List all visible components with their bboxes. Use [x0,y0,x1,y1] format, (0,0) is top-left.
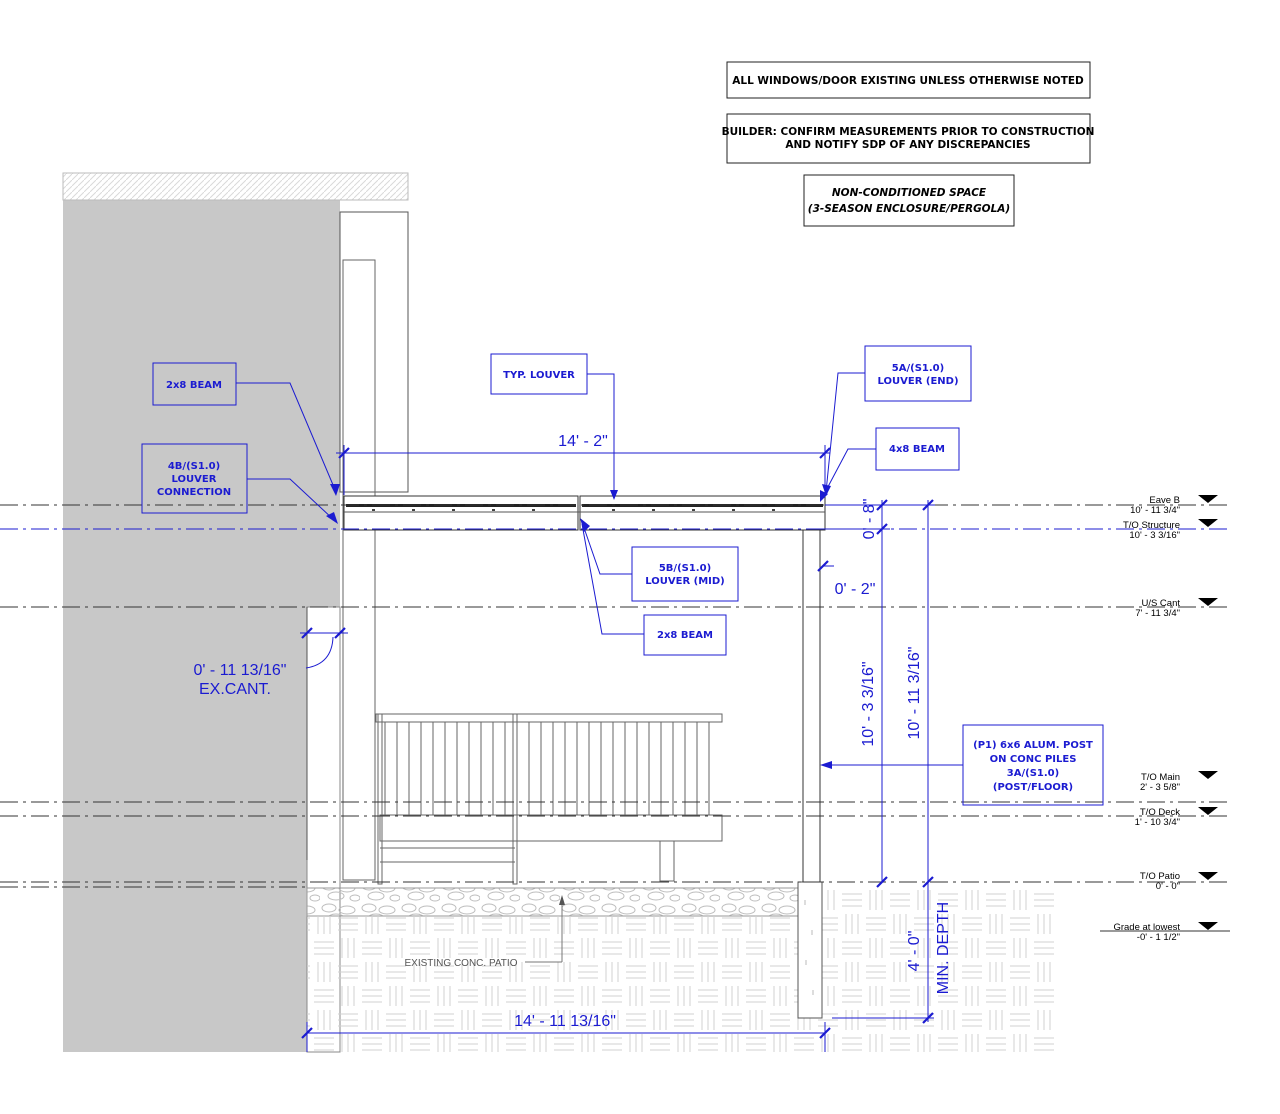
level-main-value: 2' - 3 5/8" [1140,782,1180,793]
level-cant-value: 7' - 11 3/4" [1135,608,1180,619]
alum-post [802,529,821,883]
level-eave-value: 10' - 11 3/4" [1130,505,1180,516]
dim-two-in: 0' - 2" [835,581,876,598]
tag-box-post [962,724,1104,806]
dim-overall-height: 10' - 11 3/16" [906,647,923,740]
dim-post-height: 10' - 3 3/16" [860,661,877,746]
patio-slab [306,887,803,917]
eave-fascia [339,211,409,493]
tag-beam-left: 2x8 BEAM [166,380,222,391]
dim-cant: 0' - 11 13/16" [194,662,287,679]
tag-beam-mid: 2x8 BEAM [657,630,713,641]
level-eave-name: Eave B [1149,495,1180,506]
tag-louver-mid-1: 5B/(S1.0) [659,563,711,574]
tag-beam-4x8: 4x8 BEAM [889,444,945,455]
tag-typ-louver: TYP. LOUVER [503,370,575,381]
tag-connection-1: 4B/(S1.0) [168,461,220,472]
roof-edge [62,172,409,201]
dim-cant-label: EX.CANT. [199,681,271,698]
existing-wall [63,200,340,1052]
dim-span-top: 14' - 2" [558,433,608,450]
level-structure-name: T/O Structure [1123,520,1180,531]
level-markers [1198,495,1218,930]
note-builder-2: AND NOTIFY SDP OF ANY DISCREPANCIES [785,139,1030,151]
dim-pile-depth: 4' - 0" [906,931,923,972]
dim-span-bottom: 14' - 11 13/16" [514,1013,616,1030]
tag-post-3: 3A/(S1.0) [1007,768,1059,779]
level-structure-value: 10' - 3 3/16" [1129,530,1180,541]
level-grade-value: -0' - 1 1/2" [1137,932,1180,943]
level-cant-name: U/S Cant [1141,598,1180,609]
tag-louver-mid-2: LOUVER (MID) [645,576,725,587]
level-patio-name: T/O Patio [1140,871,1180,882]
door-trim [342,259,376,881]
note-space-2: (3-SEASON ENCLOSURE/PERGOLA) [808,203,1010,215]
louver-section-left [343,495,579,531]
note-box-space [803,174,1015,227]
dim-eight-in: 0' - 8" [861,499,878,540]
tag-louver-end-1: 5A/(S1.0) [892,363,944,374]
tag-louver-end-2: LOUVER (END) [877,376,958,387]
concrete-pile [797,881,823,1019]
grade-fill-right [822,888,1057,916]
tag-post-4: (POST/FLOOR) [993,782,1073,793]
level-deck-name: T/O Deck [1140,807,1180,818]
note-box-builder [726,113,1091,164]
level-patio-value: 0' - 0" [1156,881,1180,892]
deck-railing [375,713,723,885]
tag-box-louver-mid [631,546,739,602]
tag-post-2: ON CONC PILES [990,754,1077,765]
louver-section-right [579,495,826,531]
patio-label: EXISTING CONC. PATIO [405,958,518,969]
tag-connection-3: CONNECTION [157,487,231,498]
note-box-windows [726,61,1091,99]
grade-fill [307,916,1057,1052]
tag-connection-2: LOUVER [172,474,217,485]
level-deck-value: 1' - 10 3/4" [1135,817,1180,828]
dim-min-depth: MIN. DEPTH [935,902,952,994]
tag-box-beam-left [152,362,237,406]
tag-post-1: (P1) 6x6 ALUM. POST [973,740,1093,751]
level-main-name: T/O Main [1141,772,1180,783]
note-windows: ALL WINDOWS/DOOR EXISTING UNLESS OTHERWI… [732,75,1084,87]
note-builder-1: BUILDER: CONFIRM MEASUREMENTS PRIOR TO C… [722,126,1095,138]
tag-box-beam-mid [643,614,727,656]
level-grade-name: Grade at lowest [1113,922,1180,933]
note-space-1: NON-CONDITIONED SPACE [832,187,987,199]
